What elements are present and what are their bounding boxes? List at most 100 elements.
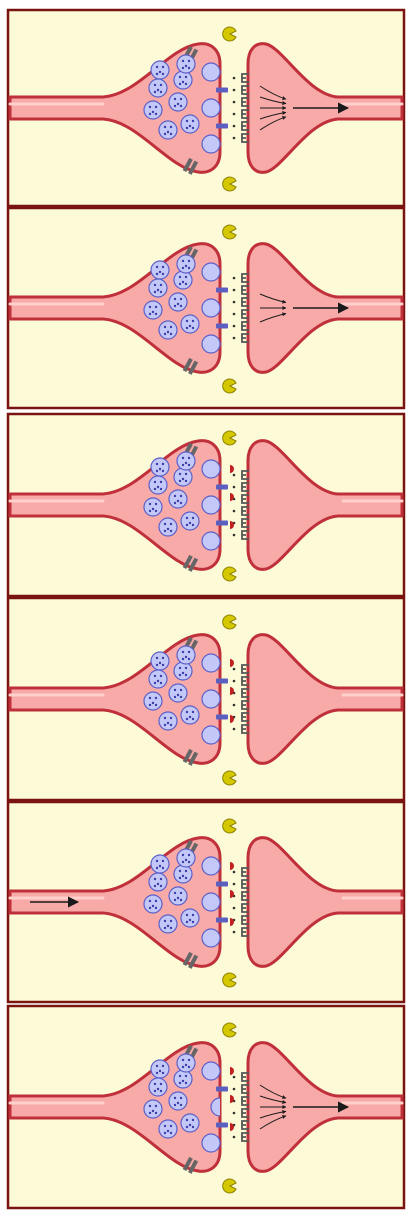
transmitter-molecule <box>233 301 236 304</box>
transmitter-molecule <box>233 77 236 80</box>
transmitter-molecule <box>233 101 236 104</box>
docked-vesicle <box>202 1134 220 1152</box>
synaptic-vesicle <box>159 121 177 139</box>
transmitter-pump <box>216 715 228 720</box>
synaptic-vesicle <box>149 79 167 97</box>
synaptic-vesicle <box>149 279 167 297</box>
synaptic-vesicle <box>169 887 187 905</box>
transmitter-molecule <box>233 137 236 140</box>
synaptic-vesicle <box>174 1070 192 1088</box>
transmitter-molecule <box>233 1088 236 1091</box>
transmitter-molecule <box>233 1076 236 1079</box>
synaptic-vesicle <box>174 865 192 883</box>
panel-4 <box>8 598 404 800</box>
docked-vesicle <box>202 460 220 478</box>
transmitter-pump <box>216 88 228 93</box>
synaptic-vesicle <box>144 692 162 710</box>
docked-vesicle <box>202 690 220 708</box>
synaptic-vesicle <box>151 61 169 79</box>
synaptic-vesicle <box>144 895 162 913</box>
synaptic-vesicle <box>151 261 169 279</box>
transmitter-molecule <box>233 113 236 116</box>
transmitter-molecule <box>233 883 236 886</box>
synaptic-vesicle <box>181 115 199 133</box>
transmitter-molecule <box>233 325 236 328</box>
synaptic-vesicle <box>174 71 192 89</box>
transmitter-pump <box>216 882 228 887</box>
synaptic-vesicle <box>181 706 199 724</box>
docked-vesicle <box>202 263 220 281</box>
synaptic-vesicle <box>151 1060 169 1078</box>
synaptic-vesicle <box>177 255 195 273</box>
panel-2 <box>8 208 404 408</box>
docked-vesicle <box>202 929 220 947</box>
transmitter-molecule <box>233 486 236 489</box>
synaptic-vesicle <box>177 849 195 867</box>
synaptic-vesicle <box>149 476 167 494</box>
synaptic-vesicle <box>169 490 187 508</box>
synaptic-vesicle <box>169 293 187 311</box>
transmitter-pump <box>216 679 228 684</box>
synaptic-vesicle <box>169 1092 187 1110</box>
synaptic-vesicle <box>181 909 199 927</box>
docked-vesicle <box>202 1062 220 1080</box>
transmitter-pump <box>216 288 228 293</box>
transmitter-molecule <box>233 704 236 707</box>
synaptic-vesicle <box>149 1078 167 1096</box>
synaptic-vesicle <box>177 646 195 664</box>
synaptic-vesicle <box>159 712 177 730</box>
transmitter-molecule <box>233 277 236 280</box>
docked-vesicle <box>202 654 220 672</box>
transmitter-molecule <box>233 510 236 513</box>
synaptic-vesicle <box>159 321 177 339</box>
transmitter-pump <box>216 918 228 923</box>
synaptic-vesicle <box>174 468 192 486</box>
transmitter-molecule <box>233 313 236 316</box>
synaptic-vesicle <box>151 652 169 670</box>
synaptic-vesicle <box>177 452 195 470</box>
synaptic-vesicle <box>181 512 199 530</box>
docked-vesicle <box>202 135 220 153</box>
panel-3 <box>8 414 404 596</box>
synaptic-vesicle <box>177 1054 195 1072</box>
synaptic-vesicle <box>144 101 162 119</box>
transmitter-molecule <box>233 125 236 128</box>
transmitter-pump <box>216 1087 228 1092</box>
synaptic-vesicle <box>144 301 162 319</box>
docked-vesicle <box>202 99 220 117</box>
synaptic-vesicle <box>169 684 187 702</box>
transmitter-molecule <box>233 337 236 340</box>
synaptic-vesicle <box>144 1100 162 1118</box>
transmitter-molecule <box>233 871 236 874</box>
synaptic-vesicle <box>174 271 192 289</box>
transmitter-molecule <box>233 89 236 92</box>
transmitter-pump <box>216 521 228 526</box>
docked-vesicle <box>202 496 220 514</box>
docked-vesicle <box>202 299 220 317</box>
synaptic-vesicle <box>159 1120 177 1138</box>
transmitter-pump <box>216 485 228 490</box>
transmitter-molecule <box>233 907 236 910</box>
transmitter-pump <box>216 324 228 329</box>
transmitter-molecule <box>233 289 236 292</box>
transmitter-molecule <box>233 680 236 683</box>
panel-1 <box>8 10 404 206</box>
transmitter-pump <box>216 1123 228 1128</box>
transmitter-pump <box>216 124 228 129</box>
transmitter-molecule <box>233 1112 236 1115</box>
docked-vesicle <box>202 335 220 353</box>
transmitter-molecule <box>233 668 236 671</box>
synaptic-vesicle <box>159 915 177 933</box>
synaptic-vesicle <box>174 662 192 680</box>
synaptic-vesicle <box>149 670 167 688</box>
synaptic-vesicle <box>149 873 167 891</box>
synaptic-vesicle <box>151 458 169 476</box>
synaptic-vesicle <box>181 315 199 333</box>
docked-vesicle <box>202 63 220 81</box>
transmitter-molecule <box>233 931 236 934</box>
docked-vesicle <box>202 857 220 875</box>
docked-vesicle <box>202 893 220 911</box>
panel-6 <box>8 1006 404 1208</box>
synaptic-vesicle <box>177 55 195 73</box>
